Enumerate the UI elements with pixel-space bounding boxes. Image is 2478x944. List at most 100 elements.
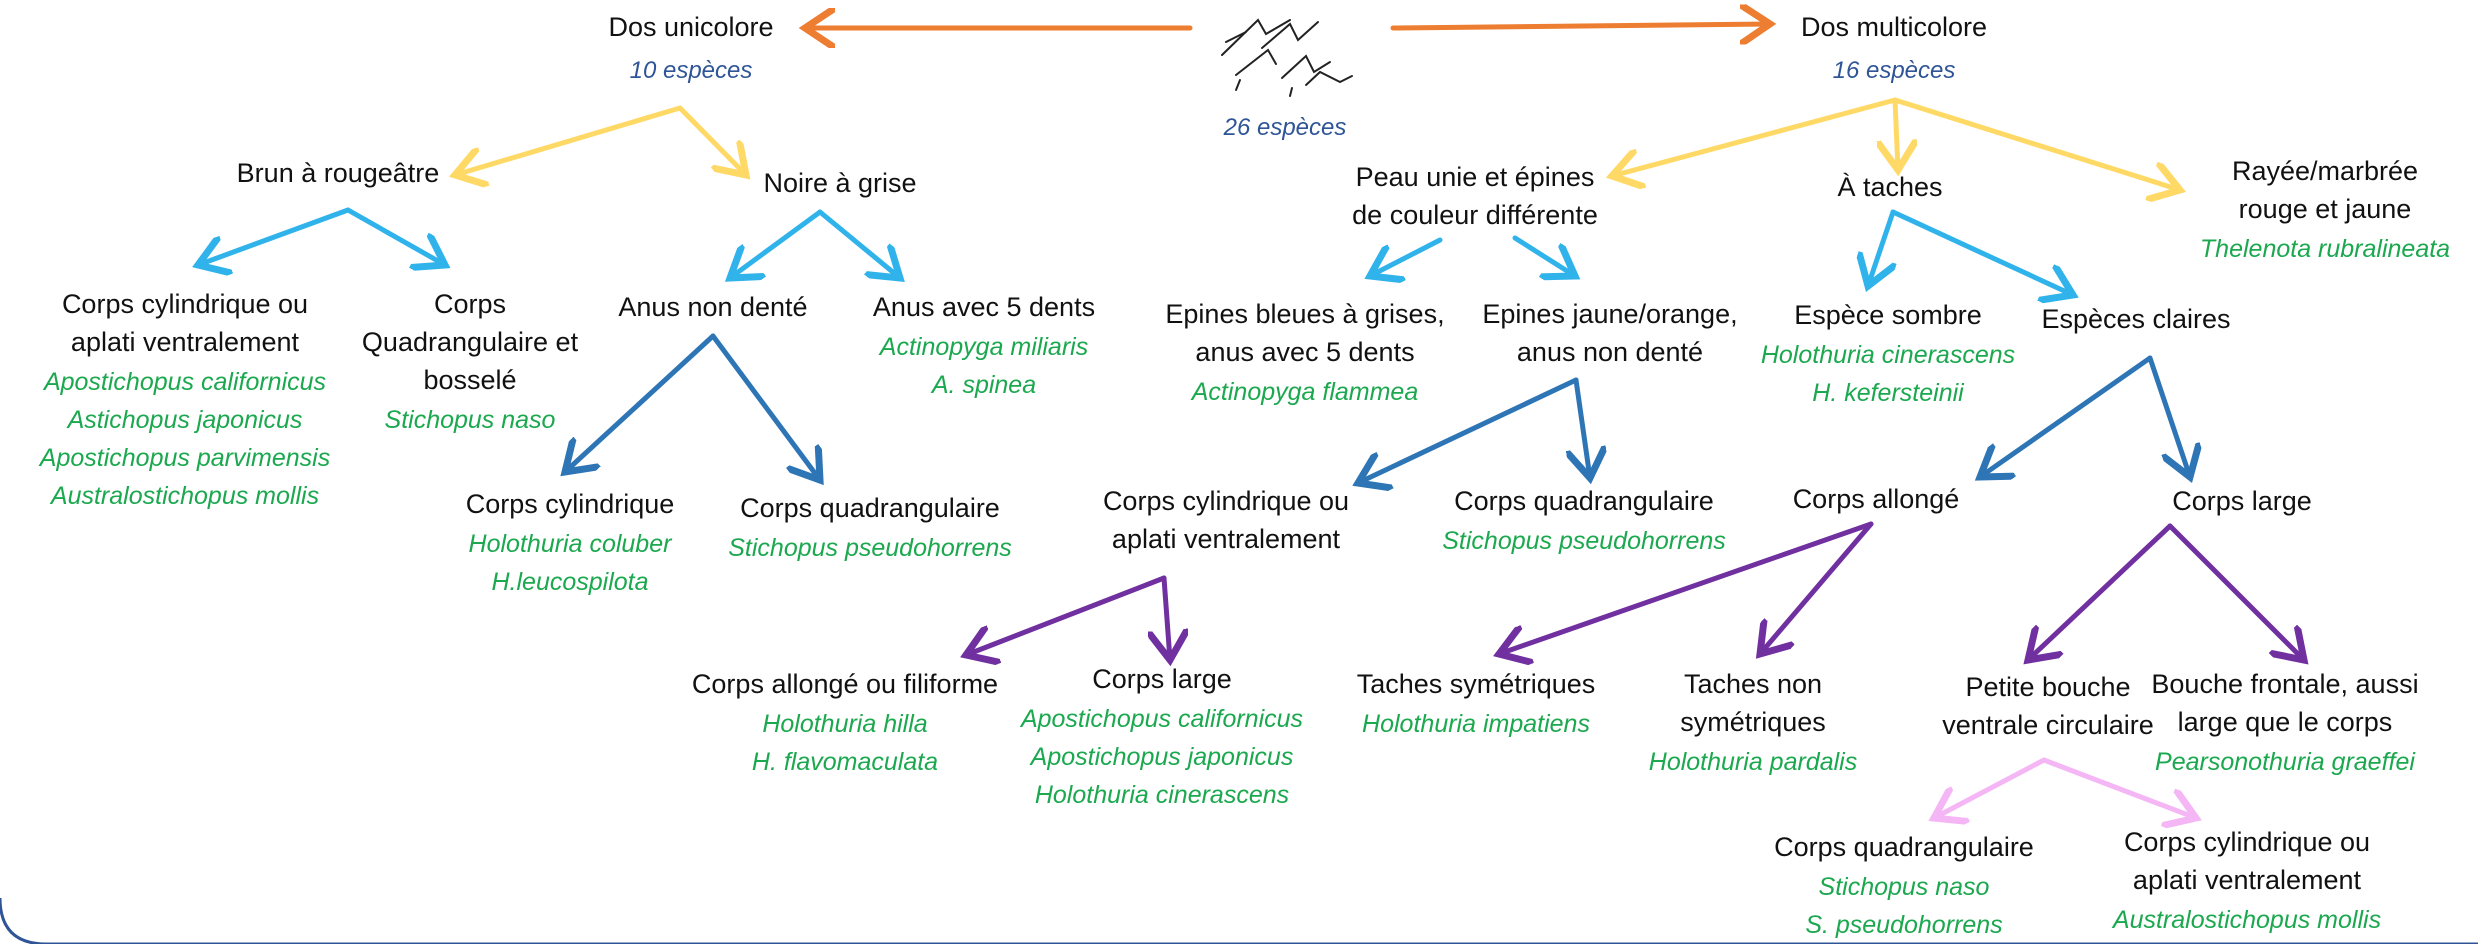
arrow-level5 [1760,521,1874,654]
node-a-taches: À taches [1660,168,2120,206]
node-label: Anus non denté [618,292,808,322]
node-dos-multicolore: Dos multicolore 16 espèces [1664,8,2124,90]
node-label: Taches non [1683,669,1823,699]
node-label: Corps allongé ou filiforme [691,669,999,699]
species-name: Stichopus naso [384,406,556,434]
species-name: S. pseudohorrens [1805,911,2003,939]
node-label: Dos multicolore [1800,12,1988,42]
species-name: Apostichopus parvimensis [39,444,331,472]
arrow-level3 [1512,235,1575,276]
species-name: Stichopus pseudohorrens [1442,527,1726,555]
node-label: Corps quadrangulaire [1454,486,1714,516]
node-label: aplati ventralement [70,327,300,357]
sea-cucumber-sketch-icon [1221,18,1353,97]
arrow-level3 [730,209,823,278]
node-label: Brun à rougeâtre [236,158,440,188]
node-label: Corps [433,289,507,319]
species-name: Holothuria cinerascens [1760,341,2016,369]
arrow-level3 [345,207,445,265]
arrow-level2 [1612,97,1898,176]
node-label: Noire à grise [763,168,917,198]
node-label: symétriques [1680,707,1826,737]
node-epines-jaunes: Epines jaune/orange, anus non denté [1380,295,1840,371]
arrow-level3 [1370,237,1443,276]
node-anus-non: Anus non denté [483,288,943,326]
node-label: Anus avec 5 dents [872,292,1096,322]
arrow-level2 [1892,97,2180,190]
node-label: Bouche frontale, aussi [2151,669,2419,699]
node-label: aplati ventralement [1111,524,1341,554]
species-name: H. flavomaculata [751,748,939,776]
species-count: 10 espèces [629,57,753,84]
node-label: Corps cylindrique [465,489,675,519]
node-label: anus non denté [1516,337,1704,367]
arrow-level6 [2041,757,2196,818]
species-name: Thelenota rubralineata [2199,235,2451,263]
node-corps-large-c: Corps large [2012,482,2472,520]
node-label: Corps allongé [1792,484,1960,514]
species-name: Apostichopus californicus [43,368,327,396]
arrow-level4 [565,333,716,472]
arrow-level4 [2147,355,2190,477]
species-name: Holothuria cinerascens [1034,781,1290,809]
arrow-level5 [1499,521,1874,654]
species-name: Apostichopus californicus [1020,705,1304,733]
node-especes-claires: Espèces claires [1906,300,2366,338]
node-label: bosselé [423,365,517,395]
arrow-level4 [710,333,820,480]
species-name: Actinopyga miliaris [879,333,1089,361]
species-count: 16 espèces [1832,57,1956,84]
node-label: Epines jaune/orange, [1482,299,1738,329]
node-label: Espèces claires [2041,304,2231,334]
node-label: ventrale circulaire [1942,710,2154,740]
node-label: Corps cylindrique ou [61,289,309,319]
node-label: Taches symétriques [1356,669,1596,699]
node-noire: Noire à grise [610,164,1070,202]
arrow-level2 [1895,97,1898,170]
species-name: H.leucospilota [491,568,649,596]
node-label: aplati ventralement [2132,865,2362,895]
species-name: Holothuria impatiens [1362,710,1590,738]
arrow-level3 [1890,209,2073,295]
species-name: H. kefersteinii [1812,379,1964,407]
node-label: Petite bouche [1965,672,2131,702]
node-dos-unicolore: Dos unicolore 10 espèces [461,8,921,90]
node-bouche-frontale: Bouche frontale, aussi large que le corps… [2055,665,2478,781]
node-epines-bleues: Epines bleues à grises,anus avec 5 dents… [1075,295,1535,411]
node-label: Rayée/marbrée [2231,156,2419,186]
node-label: Dos unicolore [608,12,774,42]
node-label: Corps large [1092,664,1232,694]
node-label: large que le corps [2177,707,2393,737]
species-name: Australostichopus mollis [2112,906,2382,934]
species-name: Stichopus naso [1818,873,1990,901]
species-name: Holothuria pardalis [1648,748,1858,776]
arrow-level2 [455,105,683,175]
species-name: Stichopus pseudohorrens [728,534,1012,562]
node-label: Peau unie et épines [1355,162,1595,192]
arrow-level2 [677,105,746,175]
species-name: Holothuria coluber [468,530,672,558]
arrow-level3 [817,209,900,278]
arrow-level5 [2028,523,2173,660]
node-label: Quadrangulaire et [361,327,579,357]
species-name: Holothuria hilla [762,710,928,738]
arrow-level6 [1934,757,2047,818]
node-corps-allonge: Corps allongé [1646,480,2106,518]
node-label: Corps cylindrique ou [2123,827,2371,857]
species-name: Australostichopus mollis [50,482,320,510]
